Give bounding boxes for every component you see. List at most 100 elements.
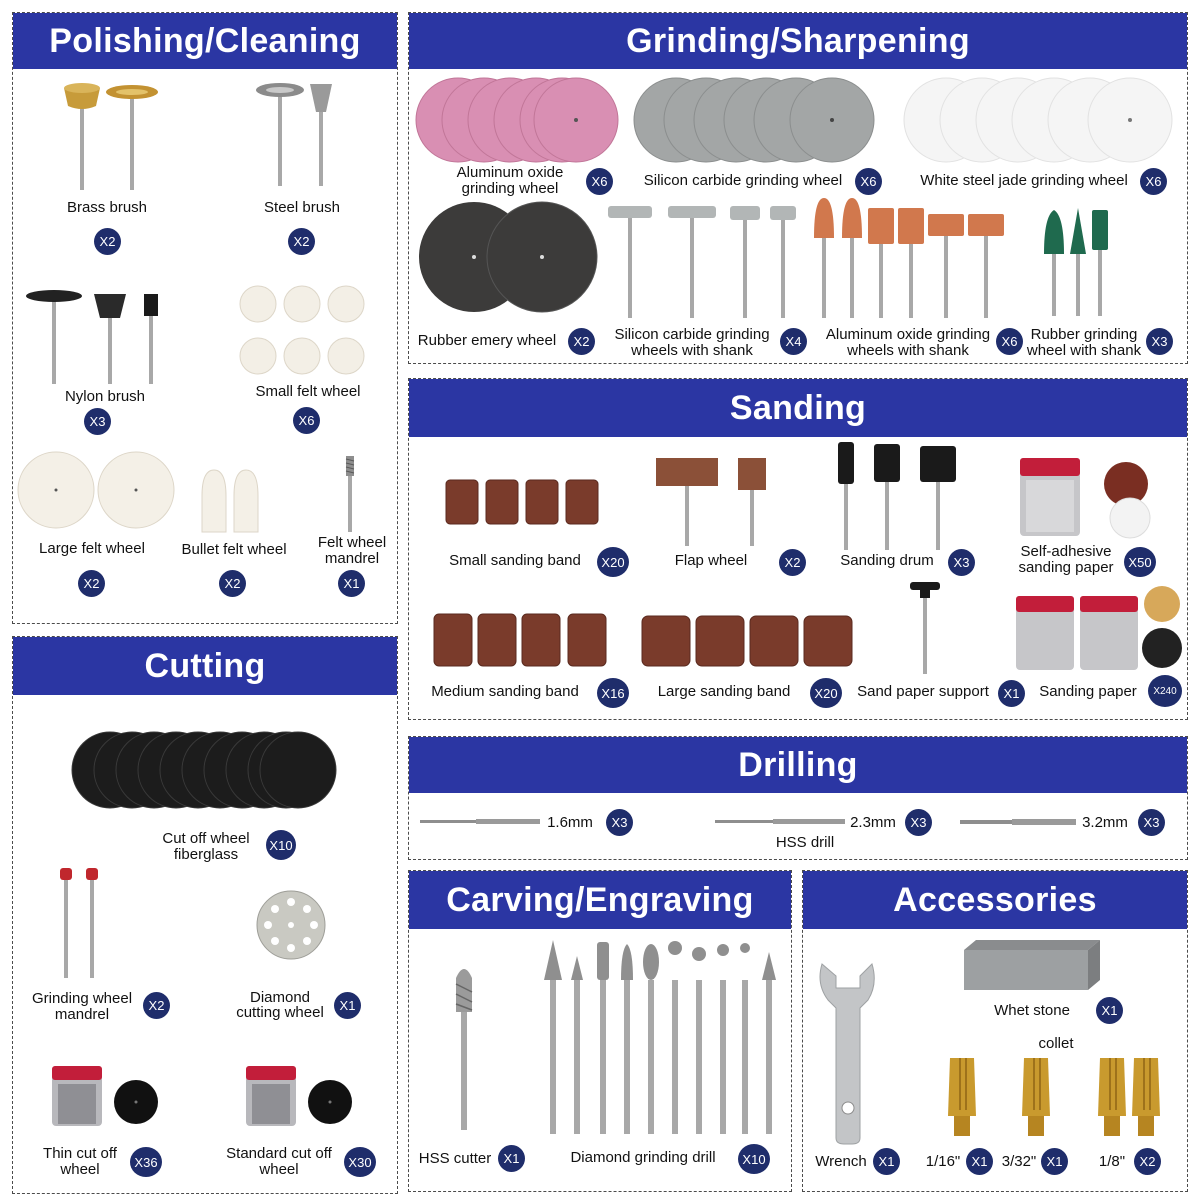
silicon-carbide-shank-label-1: Silicon carbide grinding	[614, 326, 770, 343]
collet-3-32-image	[1022, 1058, 1050, 1136]
sanding-paper-image	[1016, 586, 1182, 670]
standard-cut-off-label-2: wheel	[259, 1161, 299, 1178]
silicon-carbide-wheel-label: Silicon carbide grinding wheel	[643, 172, 843, 189]
panel-cutting: Cutting	[12, 636, 398, 1194]
cut-off-wheel-qty: X10	[266, 830, 296, 860]
large-sanding-band-label: Large sanding band	[657, 683, 791, 700]
cut-off-wheel-image	[71, 731, 337, 809]
diamond-cutting-wheel-label-1: Diamond	[249, 989, 311, 1006]
diamond-cutting-wheel-qty: X1	[334, 992, 361, 1019]
sand-paper-support-qty: X1	[998, 680, 1025, 707]
grinding-mandrel-image	[60, 868, 98, 978]
silicon-carbide-shank-label-2: wheels with shank	[631, 342, 753, 359]
collet-1-16-image	[948, 1058, 976, 1136]
felt-mandrel-label-2: mandrel	[324, 550, 380, 567]
drill-2-3-label: 2.3mm	[850, 814, 896, 831]
diamond-grinding-drill-qty: X10	[738, 1144, 770, 1174]
section-title-cutting: Cutting	[13, 637, 397, 695]
small-felt-wheel-image	[239, 285, 365, 375]
nylon-brush-qty: X3	[84, 408, 111, 435]
bullet-felt-wheel-image	[201, 469, 259, 533]
drill-1-6-qty: X3	[606, 809, 633, 836]
drill-3-2-qty: X3	[1138, 809, 1165, 836]
hss-drill-label: HSS drill	[775, 834, 835, 851]
bullet-felt-wheel-label: Bullet felt wheel	[181, 541, 287, 558]
wrench-qty: X1	[873, 1148, 900, 1175]
drill-1-6-image	[420, 819, 540, 824]
self-adhesive-paper-label-2: sanding paper	[1018, 559, 1114, 576]
wrench-image	[819, 963, 875, 1145]
aluminum-oxide-wheel-label-2: grinding wheel	[461, 180, 559, 197]
flap-wheel-qty: X2	[779, 549, 806, 576]
sanding-paper-qty: X240	[1148, 675, 1182, 707]
thin-cut-off-label-2: wheel	[60, 1161, 100, 1178]
rubber-emery-wheel-image	[419, 201, 598, 313]
whet-stone-label: Whet stone	[994, 1002, 1070, 1019]
large-sanding-band-qty: X20	[810, 678, 842, 708]
section-title-polishing: Polishing/Cleaning	[13, 13, 397, 69]
large-sanding-band-image	[641, 615, 853, 667]
sanding-drum-label: Sanding drum	[840, 552, 934, 569]
sand-paper-support-image	[910, 582, 940, 674]
small-felt-wheel-qty: X6	[293, 407, 320, 434]
self-adhesive-paper-label-1: Self-adhesive	[1020, 543, 1112, 560]
sanding-paper-label: Sanding paper	[1039, 683, 1137, 700]
rubber-grinding-shank-qty: X3	[1146, 328, 1173, 355]
panel-polishing: Polishing/Cleaning	[12, 12, 398, 624]
aluminum-oxide-wheel-qty: X6	[586, 168, 613, 195]
collet-1-8-qty: X2	[1134, 1148, 1161, 1175]
thin-cut-off-qty: X36	[130, 1147, 162, 1177]
rubber-emery-wheel-label: Rubber emery wheel	[417, 332, 557, 349]
diamond-grinding-drill-label: Diamond grinding drill	[570, 1149, 716, 1166]
cut-off-wheel-label-1: Cut off wheel	[162, 830, 250, 847]
collet-1-8-label: 1/8"	[1098, 1153, 1126, 1170]
silicon-carbide-wheel-image	[633, 77, 875, 163]
diamond-cutting-wheel-label-2: cutting wheel	[236, 1004, 324, 1021]
wrench-label: Wrench	[815, 1153, 867, 1170]
brass-brush-qty: X2	[94, 228, 121, 255]
panel-grinding: Grinding/Sharpening	[408, 12, 1188, 364]
felt-mandrel-qty: X1	[338, 570, 365, 597]
standard-cut-off-qty: X30	[344, 1147, 376, 1177]
drill-3-2-label: 3.2mm	[1082, 814, 1128, 831]
aluminum-oxide-wheel-label-1: Aluminum oxide	[456, 164, 564, 181]
aluminum-oxide-shank-label-1: Aluminum oxide grinding	[825, 326, 991, 343]
steel-brush-label: Steel brush	[264, 199, 340, 216]
section-title-sanding: Sanding	[409, 379, 1187, 437]
whet-stone-qty: X1	[1096, 997, 1123, 1024]
thin-cut-off-image	[52, 1066, 158, 1126]
small-sanding-band-qty: X20	[597, 547, 629, 577]
aluminum-oxide-shank-qty: X6	[996, 328, 1023, 355]
small-sanding-band-label: Small sanding band	[449, 552, 581, 569]
collet-title: collet	[1038, 1035, 1074, 1052]
rubber-emery-wheel-qty: X2	[568, 328, 595, 355]
diamond-grinding-drill-image	[544, 940, 776, 1134]
section-title-drilling: Drilling	[409, 737, 1187, 793]
brass-brush-image	[64, 83, 158, 190]
hss-cutter-qty: X1	[498, 1145, 525, 1172]
rubber-grinding-shank-label-1: Rubber grinding	[1030, 326, 1138, 343]
large-felt-wheel-label: Large felt wheel	[39, 540, 145, 557]
panel-sanding: Sanding	[408, 378, 1188, 720]
section-title-grinding: Grinding/Sharpening	[409, 13, 1187, 69]
grinding-mandrel-label-1: Grinding wheel	[31, 990, 133, 1007]
steel-brush-qty: X2	[288, 228, 315, 255]
drill-3-2-image	[960, 819, 1076, 825]
felt-mandrel-image	[345, 456, 355, 532]
medium-sanding-band-label: Medium sanding band	[431, 683, 579, 700]
self-adhesive-paper-image	[1020, 458, 1151, 539]
standard-cut-off-image	[246, 1066, 352, 1126]
collet-3-32-label: 3/32"	[1001, 1153, 1037, 1170]
flap-wheel-image	[656, 458, 766, 546]
sand-paper-support-label: Sand paper support	[857, 683, 989, 700]
drill-2-3-qty: X3	[905, 809, 932, 836]
rubber-grinding-shank-label-2: wheel with shank	[1026, 342, 1142, 359]
thin-cut-off-label-1: Thin cut off	[43, 1145, 117, 1162]
hss-cutter-image	[455, 969, 473, 1130]
sanding-drum-image	[838, 442, 956, 550]
silicon-carbide-shank-qty: X4	[780, 328, 807, 355]
small-sanding-band-image	[445, 479, 599, 525]
section-title-carving: Carving/Engraving	[409, 871, 791, 929]
felt-mandrel-label-1: Felt wheel	[317, 534, 387, 551]
collet-1-8-image	[1098, 1058, 1160, 1136]
